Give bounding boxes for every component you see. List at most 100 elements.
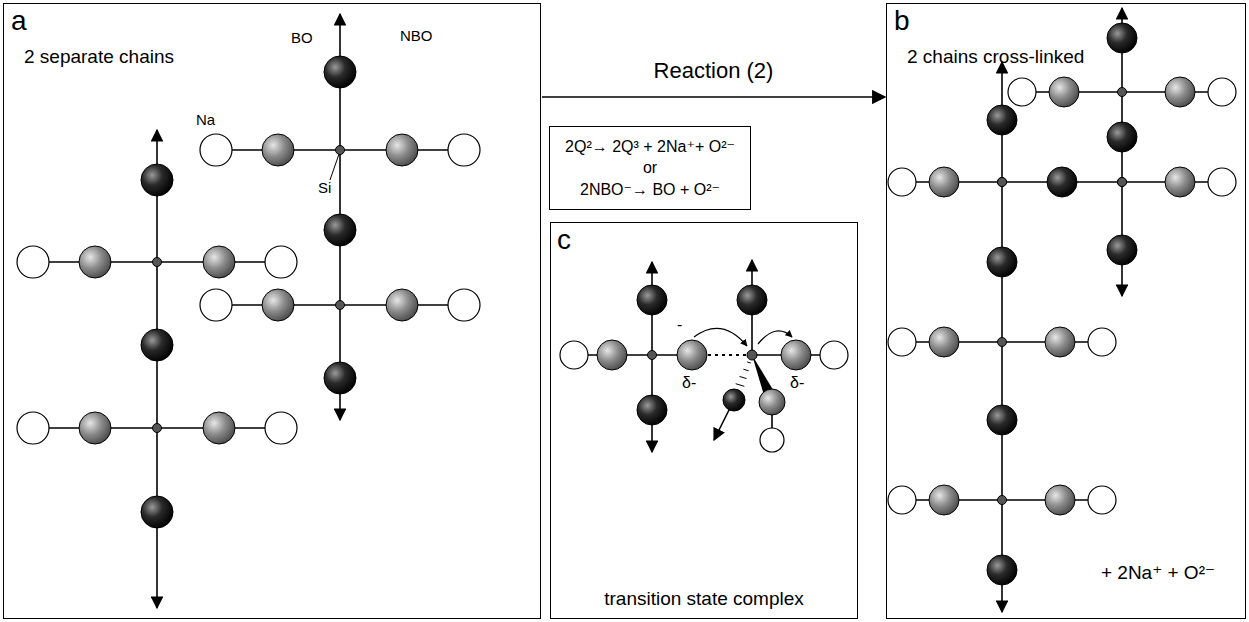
silicon-atom [998,496,1007,505]
sodium-atom [888,486,916,514]
bridging-oxygen [987,555,1017,585]
sodium-atom [265,412,297,444]
panel-letter: b [894,5,910,37]
bridging-oxygen [324,362,356,394]
silicon-atom [336,146,345,155]
panel-box: c transition state complex [550,222,858,619]
silicon-atom [1118,178,1127,187]
bridging-oxygen [987,405,1017,435]
equation-box: 2Q²→ 2Q³ + 2Na⁺+ O²⁻or2NBO⁻→ BO + O²⁻ [549,126,751,210]
hashed-bond [743,369,748,371]
non-bridging-oxygen [203,246,235,278]
non-bridging-oxygen [1049,77,1079,107]
non-bridging-oxygen [597,340,627,370]
non-bridging-oxygen [1045,327,1075,357]
panel-box: b 2 chains cross-linked + 2Na⁺ + O²⁻ [886,3,1246,619]
silicon-atom [153,424,162,433]
non-bridging-oxygen [1045,485,1075,515]
equation-line: 2NBO⁻→ BO + O²⁻ [558,179,742,201]
non-bridging-oxygen [79,412,111,444]
leader-line [330,154,339,180]
non-bridging-oxygen [1165,77,1195,107]
non-bridging-oxygen [386,289,418,321]
hashed-bond [740,376,747,378]
bridging-oxygen [1107,23,1137,53]
bridging-oxygen [324,56,356,88]
sodium-atom [448,134,480,166]
silicon-atom [153,258,162,267]
silicon-atom [1118,178,1127,187]
silicon-atom [1118,88,1127,97]
sodium-atom [1208,168,1236,196]
silicon-atom [998,338,1007,347]
non-bridging-oxygen [781,340,811,370]
electron-arrow [758,331,792,344]
non-bridging-oxygen [677,340,707,370]
silicon-atom [998,178,1007,187]
bridging-oxygen [324,214,356,246]
sodium-atom [1208,78,1236,106]
bridging-oxygen [1107,122,1137,152]
sodium-atom [448,289,480,321]
bridging-oxygen [723,389,745,411]
sodium-atom [200,289,232,321]
non-bridging-oxygen [386,134,418,166]
panel-letter: c [557,224,571,256]
bridging-oxygen [141,164,173,196]
atom-label: Si [318,180,331,197]
non-bridging-oxygen [1165,167,1195,197]
silicon-atom [648,351,657,360]
atom-label: Na [196,112,215,129]
sodium-atom [265,246,297,278]
sodium-atom [17,246,49,278]
non-bridging-oxygen [79,246,111,278]
panel-caption: 2 chains cross-linked [907,46,1084,68]
panel-letter: a [11,5,27,37]
sodium-atom [200,134,232,166]
non-bridging-oxygen [262,134,294,166]
equation-line: 2Q²→ 2Q³ + 2Na⁺+ O²⁻ [558,136,742,158]
atom-label: BO [291,30,313,47]
panel-caption: transition state complex [551,588,857,610]
bridging-oxygen [987,105,1017,135]
bridging-oxygen [1107,235,1137,265]
non-bridging-oxygen [262,289,294,321]
bridging-oxygen [737,285,767,315]
partial-charge-label: δ- [790,374,804,392]
panel-caption: 2 separate chains [24,46,174,68]
sodium-atom [1088,486,1116,514]
bridging-oxygen [637,285,667,315]
equation-line: or [558,157,742,179]
silicon-atom [998,178,1007,187]
hashed-bond [736,384,745,387]
charge-label: - [677,316,682,334]
silicon-atom [336,301,345,310]
panel-box: a 2 separate chains [3,3,541,619]
bridging-oxygen [637,395,667,425]
sodium-atom [820,341,848,369]
non-bridging-oxygen [759,389,785,415]
bridging-oxygen [141,496,173,528]
sodium-atom [560,341,588,369]
reaction-products: + 2Na⁺ + O²⁻ [1101,562,1215,584]
atom-label: NBO [400,28,433,45]
non-bridging-oxygen [929,167,959,197]
bridging-oxygen [987,247,1017,277]
hashed-bond [747,362,751,363]
bridging-oxygen [141,329,173,361]
sodium-atom [1008,78,1036,106]
forming-bond [708,354,748,356]
bridging-oxygen [1047,167,1077,197]
non-bridging-oxygen [203,412,235,444]
sodium-atom [888,328,916,356]
sodium-atom [17,412,49,444]
sodium-atom [888,168,916,196]
non-bridging-oxygen [929,327,959,357]
silicon-atom [747,350,757,360]
reaction-arrow [542,96,885,98]
sodium-atom [1088,328,1116,356]
sodium-atom [760,428,784,452]
partial-charge-label: δ- [682,374,696,392]
